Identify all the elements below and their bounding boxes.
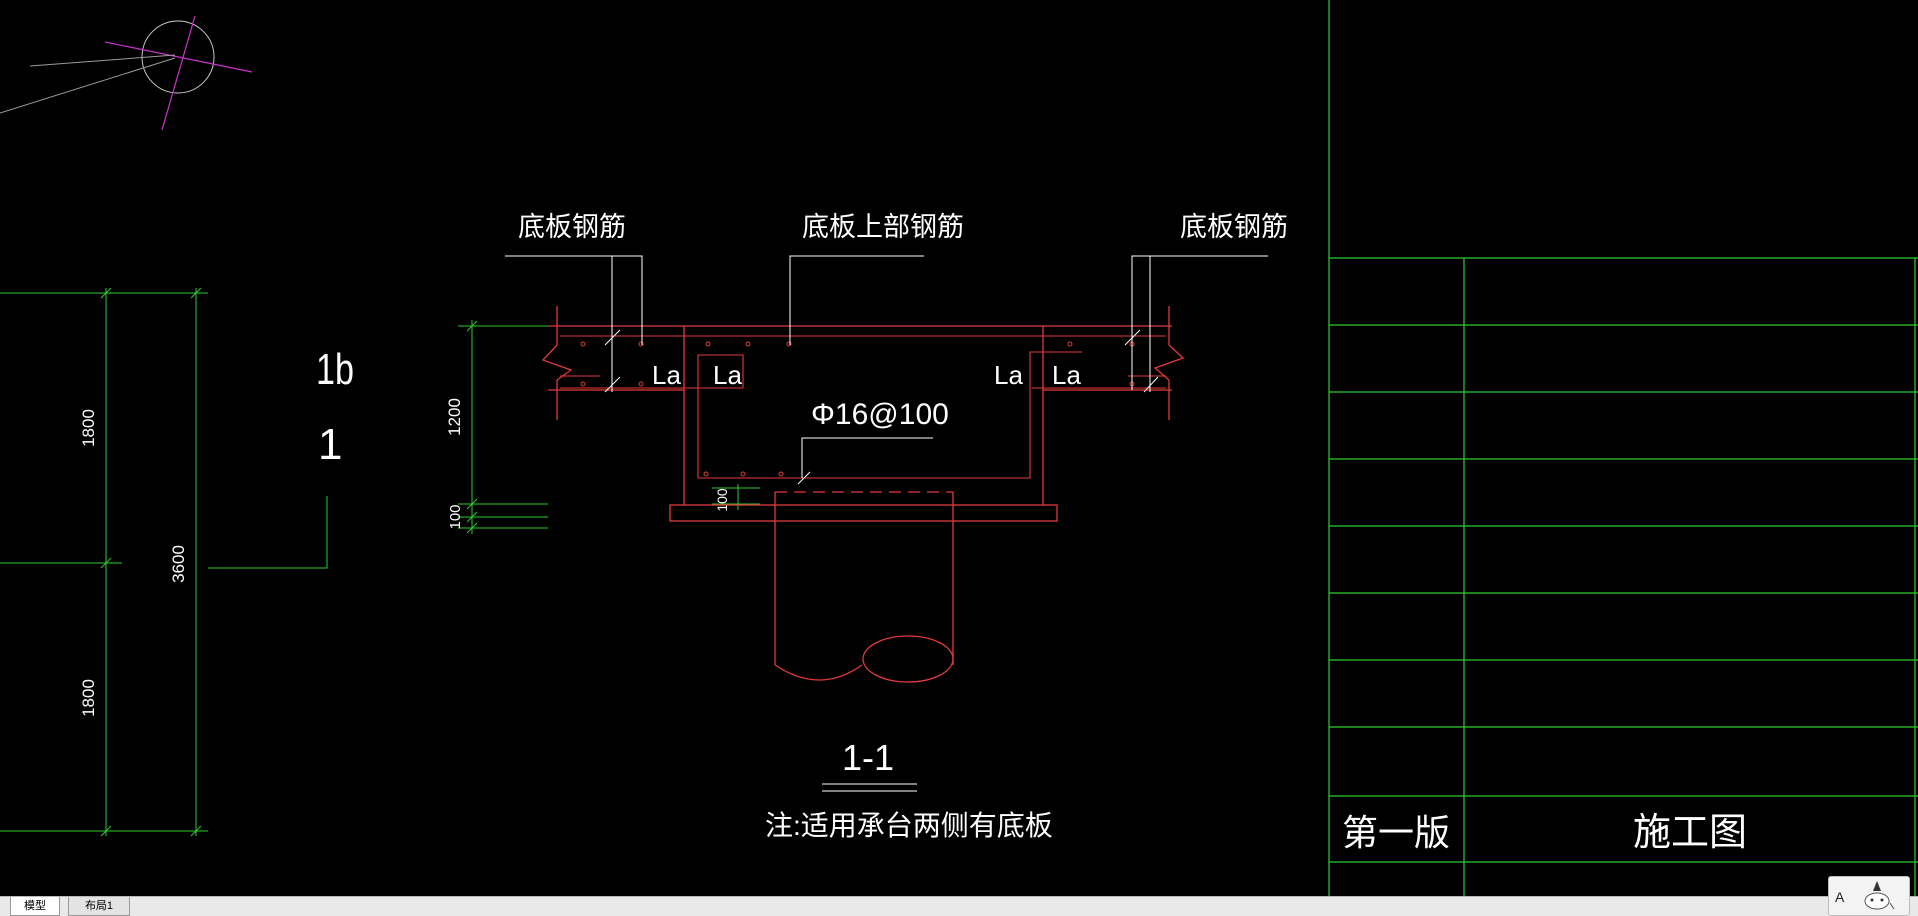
label-stirrup-spec: Φ16@100	[811, 398, 949, 431]
ucs-crosshair-icon	[0, 15, 253, 131]
annotation-scale-label: A	[1835, 889, 1845, 905]
annotation-scale-widget[interactable]: A	[1828, 876, 1910, 916]
grid-mark-1b: 1b	[316, 345, 354, 394]
label-right-rebar: 底板钢筋	[1180, 212, 1288, 242]
leader-lines	[505, 255, 1268, 485]
label-la-1: La	[652, 360, 681, 390]
title-block-version: 第一版	[1342, 812, 1450, 853]
section-note: 注:适用承台两侧有底板	[765, 810, 1053, 841]
title-block	[1328, 0, 1918, 896]
dim-100-inner: 100	[714, 488, 730, 512]
tab-layout1[interactable]: 布局1	[68, 897, 130, 916]
cad-drawing-canvas[interactable]: 1800 1800 3600 1b 1 1200 100 100	[0, 0, 1918, 896]
pile-cap-section-outline	[541, 306, 1185, 683]
section-title-underline	[822, 783, 917, 792]
label-la-4: La	[1052, 360, 1081, 390]
label-la-3: La	[994, 360, 1023, 390]
layout-tab-bar: 模型 布局1	[0, 896, 1918, 916]
dim-1200: 1200	[445, 398, 464, 436]
label-la-2: La	[713, 360, 742, 390]
title-block-stage: 施工图	[1633, 812, 1747, 854]
annotation-scale-icon	[1864, 881, 1895, 910]
rebar-group	[560, 335, 1166, 479]
dim-1800-bottom: 1800	[79, 679, 98, 717]
dim-100-left: 100	[447, 504, 464, 529]
section-dimension-group	[458, 320, 760, 534]
tab-model[interactable]: 模型	[10, 897, 60, 916]
label-left-rebar: 底板钢筋	[518, 212, 626, 242]
section-title: 1-1	[842, 737, 894, 778]
grid-mark-1: 1	[318, 420, 342, 469]
label-top-rebar: 底板上部钢筋	[802, 212, 964, 242]
left-dimension-group	[0, 287, 328, 837]
dim-1800-top: 1800	[79, 409, 98, 447]
dim-3600: 3600	[169, 545, 188, 583]
